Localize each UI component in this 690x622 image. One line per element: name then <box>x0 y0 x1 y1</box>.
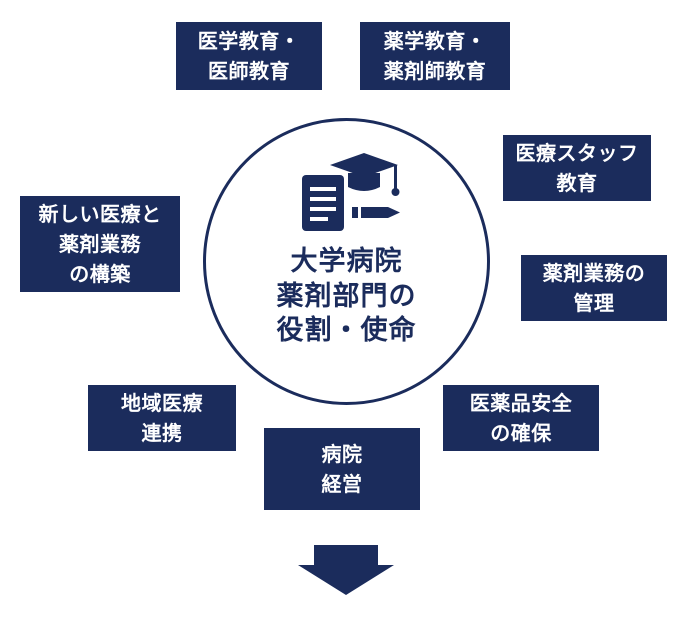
node-medical-staff-education: 医療スタッフ 教育 <box>503 135 651 201</box>
node-regional-cooperation: 地域医療 連携 <box>88 385 236 451</box>
node-new-medical-pharmacy: 新しい医療と 薬剤業務 の構築 <box>20 196 180 292</box>
node-pharmacy-ops-management: 薬剤業務の 管理 <box>521 255 667 321</box>
center-circle: 大学病院 薬剤部門の 役割・使命 <box>203 118 490 405</box>
node-medical-education: 医学教育・ 医師教育 <box>176 22 322 90</box>
down-arrow-icon <box>298 545 394 595</box>
node-pharmacy-education: 薬学教育・ 薬剤師教育 <box>360 22 510 90</box>
node-hospital-management: 病院 経営 <box>264 428 420 510</box>
center-title: 大学病院 薬剤部門の 役割・使命 <box>276 246 417 347</box>
node-drug-safety: 医薬品安全 の確保 <box>443 385 599 451</box>
graduation-cap-documents-icon <box>301 153 400 231</box>
